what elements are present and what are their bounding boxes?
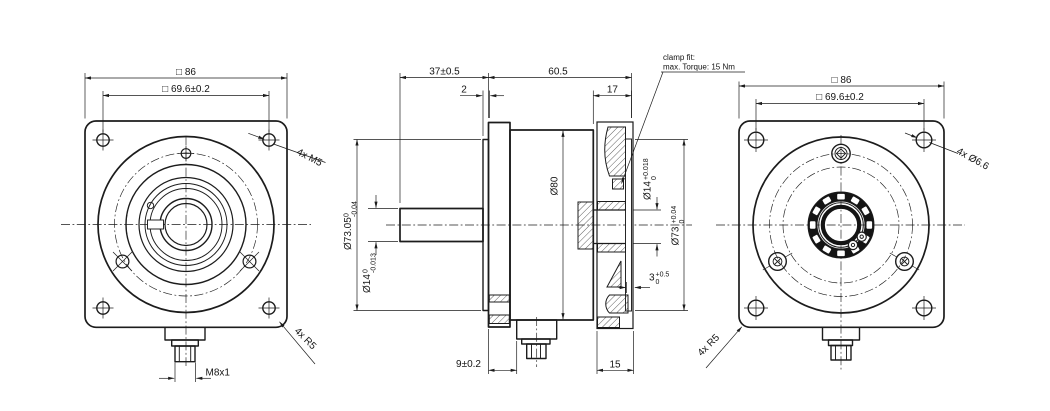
shaft-keyway <box>147 219 164 230</box>
dim-front-thread: M8x1 <box>159 362 231 382</box>
dim-label: 37±0.5 <box>429 66 460 77</box>
dim-tolerance-upper: +0.018 <box>643 158 650 180</box>
clamp-set-screw-icon <box>856 231 867 242</box>
dim-hollow-shaft-bore: Ø14 +0.018 0 <box>632 158 661 257</box>
front-cover-screw-icon <box>112 251 133 272</box>
mount-hole-icon <box>258 297 280 319</box>
dim-label: 60.5 <box>548 66 568 77</box>
dim-tolerance-lower: 0 <box>656 279 660 286</box>
dim-tolerance-lower: 0 <box>651 176 658 180</box>
rear-cover-screw-icon <box>762 251 793 271</box>
mount-hole-icon <box>258 129 280 151</box>
dim-label: Ø73 <box>671 226 682 245</box>
dim-label: 15 <box>609 359 621 370</box>
rear-corner-holes <box>744 128 936 320</box>
clamp-screw-hole-icon <box>146 201 155 210</box>
clamp-set-screw-icon <box>847 239 859 251</box>
side-connector <box>516 317 558 367</box>
side-view: 37±0.5 60.5 2 17 Ø80 clamp fit: max. Tor… <box>343 53 745 374</box>
dim-tolerance-upper: 0 <box>363 269 370 273</box>
dim-rear-bolt-spacing: □ 69.6±0.2 <box>755 92 925 131</box>
clearance-hole-icon <box>912 296 936 320</box>
dim-tolerance-lower: 0 <box>679 220 686 224</box>
note-clamp-fit: clamp fit: max. Torque: 15 Nm <box>621 53 745 184</box>
dim-label: 17 <box>607 85 619 96</box>
clearance-hole-icon <box>744 128 768 152</box>
dim-label: Ø14 <box>643 181 654 200</box>
dim-body-diameter: Ø80 <box>550 130 565 320</box>
rear-clamp-ring <box>807 191 875 259</box>
mount-hole-icon <box>92 297 114 319</box>
rear-cover-screw-icon <box>889 251 920 271</box>
dim-label: Ø14 <box>362 274 373 293</box>
note-line: max. Torque: 15 Nm <box>663 63 735 72</box>
front-top-screw-hole-icon <box>178 145 194 162</box>
front-cover-screw-icon <box>239 251 260 272</box>
dim-label: 2 <box>461 85 467 96</box>
clearance-hole-icon <box>744 296 768 320</box>
note-line: clamp fit: <box>663 53 695 62</box>
dim-spigot-diameter: Ø73.05 0 -0.04 <box>343 139 481 311</box>
rear-connector <box>821 326 861 361</box>
dim-rear-width: 15 <box>596 331 634 374</box>
dim-label: □ 69.6±0.2 <box>816 92 864 103</box>
side-rear-clamp-assembly <box>577 121 634 330</box>
dim-shaft-length: 37±0.5 <box>399 66 489 203</box>
dim-label: 9±0.2 <box>456 359 481 370</box>
dim-label: Ø73.05 <box>343 217 354 250</box>
dim-mounting-clearance: 3 +0.5 0 <box>618 272 670 293</box>
clearance-hole-icon <box>912 128 936 152</box>
dim-tolerance-lower: -0.013 <box>371 253 378 273</box>
dim-boss-depth: 2 <box>460 85 504 136</box>
dim-label: M8x1 <box>206 368 231 379</box>
mount-hole-icon <box>92 129 114 151</box>
dim-front-bolt-spacing: □ 69.6±0.2 <box>102 84 270 133</box>
front-view: □ 86 □ 69.6±0.2 4x M5 4x R5 M8x1 <box>61 67 326 382</box>
rear-housing-circles <box>752 136 930 314</box>
dim-tolerance-upper: +0.04 <box>671 206 678 224</box>
dim-connector-offset: 9±0.2 <box>456 329 518 374</box>
front-connector <box>164 326 206 363</box>
dim-tolerance-upper: +0.5 <box>656 272 670 279</box>
dim-shaft-diameter: Ø14 0 -0.013 <box>362 195 398 293</box>
dim-label: □ 69.6±0.2 <box>162 84 210 95</box>
dim-rear-length: 17 <box>592 85 632 124</box>
front-housing-circles <box>97 135 275 314</box>
dim-front-outer-size: □ 86 <box>84 67 288 119</box>
dim-label: Ø80 <box>550 176 561 195</box>
rear-top-screw-icon <box>831 143 851 164</box>
dim-label: □ 86 <box>176 67 196 78</box>
dim-rear-outer-size: □ 86 <box>738 75 945 119</box>
front-corner-holes <box>92 129 280 319</box>
dim-tolerance-lower: -0.04 <box>352 201 359 217</box>
dim-tolerance-upper: 0 <box>344 213 351 217</box>
dim-rear-spigot-diameter: Ø73 +0.04 0 <box>635 139 688 311</box>
dim-label: 3 <box>649 273 655 284</box>
dim-label: □ 86 <box>832 75 852 86</box>
